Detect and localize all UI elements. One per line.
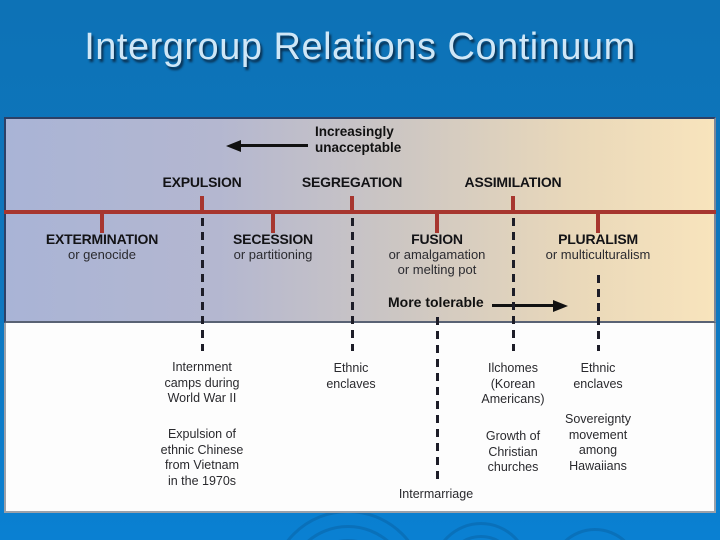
example-expulsion-2: Expulsion of ethnic Chinese from Vietnam… <box>160 427 244 488</box>
ripple-circle <box>550 528 640 540</box>
label-fusion: FUSION or amalgamation or melting pot <box>362 231 512 277</box>
tick-assimilation <box>511 196 515 211</box>
label-segregation: SEGREGATION <box>301 174 403 190</box>
tick-fusion <box>435 214 439 233</box>
label-extermination-title: EXTERMINATION <box>45 231 159 247</box>
label-secession-sub: or partitioning <box>233 247 313 262</box>
dash-connector-assimilation <box>511 218 515 351</box>
example-pluralism-1: Ethnic enclaves <box>573 361 623 391</box>
tick-expulsion <box>200 196 204 211</box>
label-fusion-title: FUSION <box>411 231 463 247</box>
label-assimilation: ASSIMILATION <box>464 174 562 190</box>
more-tolerable-label: More tolerable <box>388 294 484 310</box>
continuum-axis-line <box>4 210 716 214</box>
tick-secession <box>271 214 275 233</box>
label-fusion-sub: or amalgamation or melting pot <box>388 247 486 277</box>
examples-panel <box>4 323 716 513</box>
example-fusion-1: Intermarriage <box>398 487 474 501</box>
label-extermination: EXTERMINATION or genocide <box>27 231 177 262</box>
label-pluralism: PLURALISM or multiculturalism <box>523 231 673 262</box>
tick-segregation <box>350 196 354 211</box>
left-arrow-shaft <box>239 144 308 147</box>
example-segregation-1: Ethnic enclaves <box>326 361 376 391</box>
example-assimilation-1: Ilchomes (Korean Americans) <box>481 361 545 406</box>
label-secession: SECESSION or partitioning <box>198 231 348 262</box>
dash-connector-segregation <box>350 218 354 351</box>
left-arrow-icon <box>226 139 241 152</box>
continuum-figure: EXPULSION SEGREGATION ASSIMILATION EXTER… <box>4 117 716 513</box>
dash-connector-fusion <box>435 317 439 485</box>
label-extermination-sub: or genocide <box>68 247 136 262</box>
example-pluralism-2: Sovereignty movement among Hawaiians <box>564 412 631 473</box>
tick-extermination <box>100 214 104 233</box>
tick-pluralism <box>596 214 600 233</box>
example-assimilation-2: Growth of Christian churches <box>485 429 541 474</box>
right-arrow-shaft <box>492 304 553 307</box>
label-expulsion: EXPULSION <box>162 174 242 190</box>
label-secession-title: SECESSION <box>233 231 313 247</box>
slide-title: Intergroup Relations Continuum <box>84 26 636 68</box>
increasingly-unacceptable-label: Increasingly unacceptable <box>315 124 402 155</box>
dash-connector-expulsion <box>200 218 204 351</box>
label-pluralism-title: PLURALISM <box>558 231 638 247</box>
example-expulsion-1: Internment camps during World War II <box>164 360 240 405</box>
dash-connector-pluralism <box>596 275 600 351</box>
label-pluralism-sub: or multiculturalism <box>545 247 651 262</box>
right-arrow-icon <box>553 299 568 312</box>
